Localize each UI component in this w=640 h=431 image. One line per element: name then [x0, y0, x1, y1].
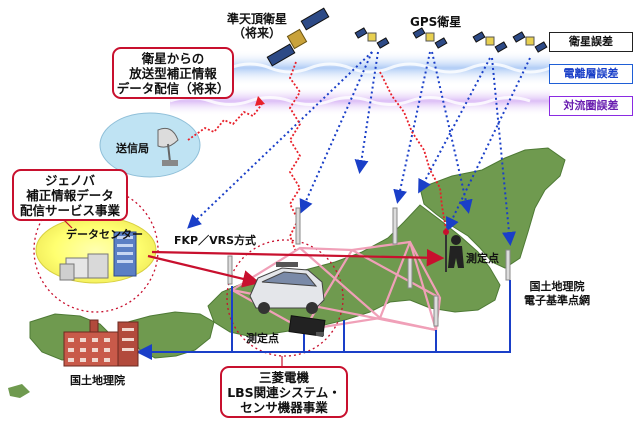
- gsi-network-label: 国土地理院 電子基準点網: [524, 280, 590, 308]
- gsi-network-line1: 国土地理院: [529, 280, 585, 293]
- jenoba-line1: ジェノバ: [44, 172, 95, 188]
- legend-satellite-error-label: 衛星誤差: [569, 35, 613, 48]
- legend-ionosphere-error-label: 電離層誤差: [563, 67, 619, 80]
- server-racks: [59, 231, 137, 281]
- station-balloon: [99, 112, 201, 178]
- gps-satellite-icon: [472, 31, 508, 53]
- reference-stations: [227, 207, 511, 327]
- survey-point-car-label: 測定点: [246, 332, 279, 345]
- fkp-vrs-label: FKP／VRS方式: [174, 234, 257, 247]
- broadcast-callout: 衛星からの 放送型補正情報 データ配信（将来）: [112, 47, 234, 99]
- survey-car-icon: [249, 262, 325, 314]
- gsi-building-label: 国土地理院: [70, 374, 125, 387]
- gnss-receiver-icon: [288, 315, 326, 337]
- gsi-building-icon: [63, 319, 139, 367]
- jenoba-callout: ジェノバ 補正情報データ 配信サービス事業: [12, 169, 128, 221]
- gps-satellite-icon: [512, 31, 548, 53]
- survey-point-right-label: 測定点: [466, 252, 499, 265]
- qzs-label: 準天頂衛星 （将来）: [224, 12, 290, 40]
- gsi-network-lines: [136, 280, 511, 360]
- data-center-label: データセンター: [66, 228, 143, 241]
- gps-satellite-icon: [412, 27, 448, 49]
- mitsubishi-line3: センサ機器事業: [240, 399, 328, 415]
- jenoba-line2: 補正情報データ: [26, 187, 114, 203]
- legend-troposphere-error: 対流圏誤差: [549, 96, 633, 116]
- mitsubishi-circle: [226, 239, 344, 357]
- fkp-vrs-arrow: [151, 248, 445, 267]
- qzs-label-line1: 準天頂衛星: [226, 12, 287, 26]
- legend-satellite-error: 衛星誤差: [549, 32, 633, 52]
- jenoba-line3: 配信サービス事業: [19, 202, 120, 218]
- gps-signal-wave: [379, 71, 447, 231]
- satellite-dish-icon: [157, 127, 179, 166]
- broadcast-line1: 衛星からの: [141, 50, 205, 66]
- gps-label: GPS衛星: [410, 15, 462, 29]
- gsi-network-line2: 電子基準点網: [524, 294, 590, 307]
- legend-troposphere-error-label: 対流圏誤差: [563, 99, 619, 112]
- broadcast-line2: 放送型補正情報: [129, 65, 217, 81]
- to-car-arrow: [147, 254, 261, 288]
- mitsubishi-line2: LBS関連システム・: [227, 384, 341, 400]
- mitsubishi-callout: 三菱電機 LBS関連システム・ センサ機器事業: [220, 366, 348, 418]
- uplink-signal: [187, 103, 263, 141]
- legend-ionosphere-error: 電離層誤差: [549, 64, 633, 84]
- qzs-label-line2: （将来）: [232, 26, 281, 40]
- gps-satellite-icon: [354, 27, 390, 49]
- surveyor-icon: [443, 229, 464, 272]
- qzs-satellite-icon: [266, 7, 330, 67]
- satellite-signals: [187, 51, 531, 246]
- station-label: 送信局: [116, 142, 149, 155]
- broadcast-line3: データ配信（将来）: [116, 80, 230, 96]
- mitsubishi-line1: 三菱電機: [258, 369, 309, 385]
